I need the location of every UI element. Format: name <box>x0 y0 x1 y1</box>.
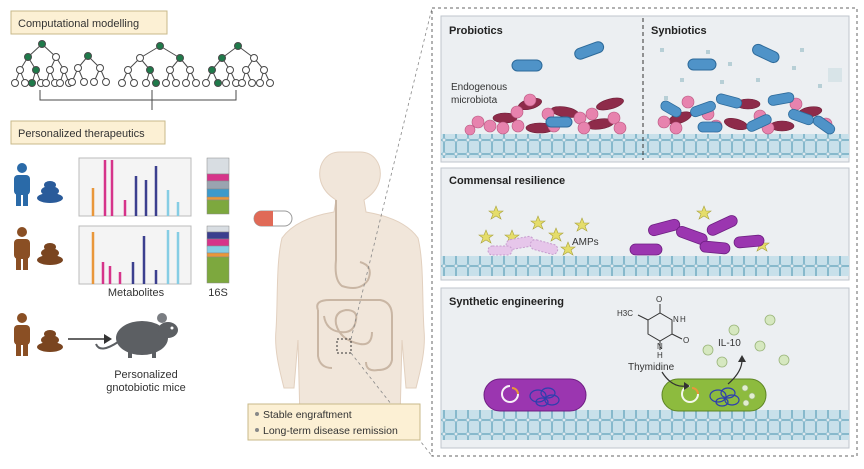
sixteen-s-bar-top <box>206 157 230 215</box>
thymidine-structure <box>637 304 683 350</box>
chem-methyl: H3C <box>617 309 633 318</box>
sixteen-s-bar-bottom <box>206 225 230 284</box>
probiotic-bacterium <box>511 59 543 72</box>
arrow-right-icon <box>68 334 112 344</box>
tree-nodes <box>11 40 274 87</box>
epithelium <box>441 134 849 158</box>
commensal-purple-cells <box>629 215 765 256</box>
amps-label: AMPs <box>572 237 599 248</box>
mice-label-line1: Personalized <box>114 369 178 381</box>
probiotics-synbiotics-panel: Probiotics Synbiotics Endogenous microbi… <box>440 15 850 163</box>
synbiotics-title: Synbiotics <box>651 25 707 37</box>
digestive-tract <box>316 200 393 372</box>
endogenous-label-line1: Endogenous <box>451 82 507 93</box>
stool-brown-2-icon <box>37 330 63 352</box>
chem-hydrogen-1: H <box>657 351 663 360</box>
computational-modelling-section: Computational modelling <box>10 10 274 110</box>
mice-label-line2: gnotobiotic mice <box>106 382 186 394</box>
human-body-silhouette <box>275 151 425 421</box>
engineered-bacterium-purple <box>483 378 587 412</box>
personalized-therapeutics-section: Personalized therapeutics <box>10 120 230 394</box>
metabolite-plot-bottom <box>78 225 192 285</box>
chem-oxygen-top: O <box>656 295 662 304</box>
sixteen-s-label: 16S <box>208 287 228 299</box>
amp-star-icons <box>478 205 770 256</box>
engineered-bacterium-green <box>661 378 767 412</box>
outcome-item: Long-term disease remission <box>263 425 398 437</box>
probiotic-bacterium <box>545 116 573 128</box>
outcomes-box: Stable engraftment Long-term disease rem… <box>247 403 421 441</box>
computational-modelling-label: Computational modelling <box>18 18 139 30</box>
synthetic-engineering-panel: Synthetic engineering O H3C N H O N H Th… <box>440 287 850 449</box>
human-figure-brown-2-icon <box>14 313 30 356</box>
stool-blue-icon <box>37 181 63 203</box>
synthetic-engineering-title: Synthetic engineering <box>449 296 564 308</box>
il10-particles <box>702 314 790 368</box>
endogenous-label-line2: microbiota <box>451 95 498 106</box>
probiotic-bacterium <box>752 43 780 64</box>
chem-oxygen-right: O <box>683 336 689 345</box>
outcome-item: Stable engraftment <box>263 409 352 421</box>
decision-trees <box>14 43 271 110</box>
chem-hydrogen-3: H <box>680 315 686 324</box>
il10-label: IL-10 <box>718 338 741 349</box>
personalized-therapeutics-label: Personalized therapeutics <box>18 128 145 140</box>
stool-brown-icon <box>37 243 63 265</box>
human-figure-brown-icon <box>14 227 30 270</box>
metabolite-plot-top <box>78 157 192 217</box>
mouse-icon <box>95 313 178 358</box>
commensal-resilience-panel: Commensal resilience AMPs <box>440 167 850 281</box>
human-figure-blue-icon <box>14 163 30 206</box>
probiotic-bacterium <box>574 41 605 60</box>
zoom-region-marker <box>336 338 352 354</box>
probiotics-title: Probiotics <box>449 25 503 37</box>
commensal-resilience-title: Commensal resilience <box>449 175 565 187</box>
thymidine-label: Thymidine <box>628 362 675 373</box>
chem-nitrogen-1: N <box>657 342 663 351</box>
chem-nitrogen-3: N <box>673 315 679 324</box>
secretion-arrow-icon <box>727 355 746 385</box>
uptake-arrow-icon <box>661 371 690 390</box>
endogenous-microbiota-cluster <box>492 97 624 134</box>
prebiotic-particles <box>660 48 842 100</box>
probiotic-bacterium <box>687 58 717 71</box>
personalized-therapeutics-label-box <box>10 120 166 145</box>
pathogen-lysed-cells <box>487 235 559 256</box>
computational-modelling-label-box <box>10 10 168 35</box>
pill-icon <box>253 210 293 227</box>
metabolites-label: Metabolites <box>108 287 165 299</box>
synbiotic-blue-cells <box>660 92 836 135</box>
epithelium <box>441 410 849 440</box>
epithelium <box>441 256 849 276</box>
